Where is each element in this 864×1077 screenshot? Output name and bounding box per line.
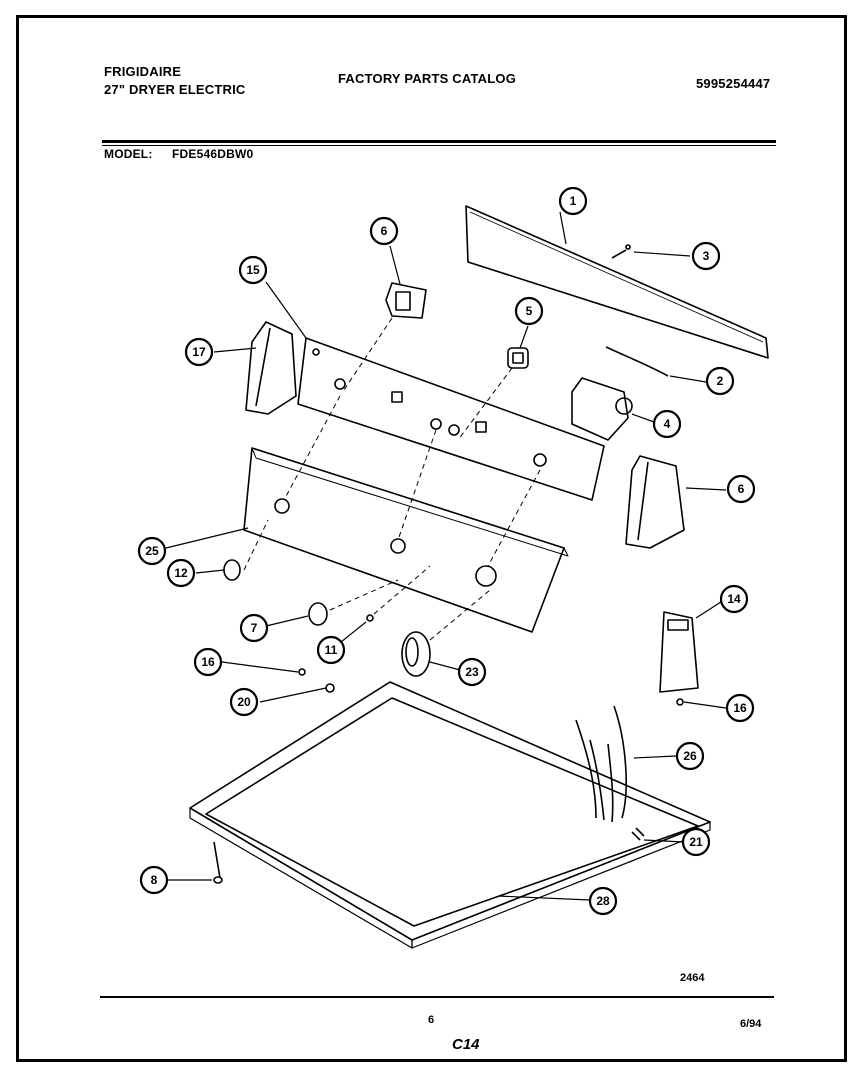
svg-text:15: 15 — [246, 263, 260, 277]
brand-name: FRIGIDAIRE — [104, 64, 182, 79]
callout-9: 8 — [139, 865, 169, 895]
wire-harness-part — [575, 705, 627, 823]
screw-part-3 — [611, 244, 631, 259]
svg-text:7: 7 — [251, 621, 258, 635]
callout-5: 5 — [514, 296, 544, 326]
svg-text:23: 23 — [465, 665, 479, 679]
svg-text:6: 6 — [381, 224, 388, 238]
callout-20: 20 — [229, 687, 259, 717]
knob-part-12 — [223, 559, 241, 581]
svg-text:16: 16 — [201, 655, 215, 669]
callout-12: 12 — [166, 558, 196, 588]
svg-text:5: 5 — [526, 304, 533, 318]
svg-text:28: 28 — [596, 894, 610, 908]
catalog-title: FACTORY PARTS CATALOG — [338, 71, 517, 86]
footer-rule — [100, 996, 774, 998]
callout-16: 16 — [193, 647, 223, 677]
svg-text:25: 25 — [145, 544, 159, 558]
callout-15: 15 — [238, 255, 268, 285]
section-code: C14 — [452, 1036, 480, 1053]
svg-text:11: 11 — [325, 643, 338, 657]
model-label: MODEL: — [104, 147, 153, 161]
callout-11: 11 — [316, 635, 346, 665]
leg-part — [213, 841, 223, 884]
svg-text:4: 4 — [664, 417, 671, 431]
svg-text:12: 12 — [174, 566, 188, 580]
callout-3: 3 — [691, 241, 721, 271]
end-cap-left-part — [245, 321, 297, 415]
callout-1: 1 — [558, 186, 588, 216]
svg-text:17: 17 — [192, 345, 206, 359]
svg-text:26: 26 — [683, 749, 697, 763]
svg-text:16: 16 — [733, 701, 747, 715]
callout-4: 4 — [652, 409, 682, 439]
callout-23: 23 — [457, 657, 487, 687]
svg-text:21: 21 — [689, 835, 703, 849]
drawing-number: 2464 — [680, 972, 705, 984]
knob-part-7 — [308, 602, 328, 626]
end-cap-right-part — [625, 455, 685, 549]
clip-part-11 — [366, 614, 374, 622]
svg-text:20: 20 — [237, 695, 251, 709]
control-panel-part — [297, 337, 605, 501]
console-front-part — [243, 447, 569, 633]
product-name: 27" DRYER ELECTRIC — [104, 82, 246, 97]
callout-14: 14 — [719, 584, 749, 614]
callout-2: 2 — [705, 366, 735, 396]
terminal-block-part — [659, 611, 699, 693]
header-rule-thin — [102, 145, 776, 146]
model-number: FDE546DBW0 — [172, 147, 254, 161]
assembly-lines — [243, 317, 541, 641]
svg-text:14: 14 — [727, 592, 741, 606]
switch-part-5 — [507, 347, 529, 369]
callout-16-right: 16 — [725, 693, 755, 723]
page-border — [16, 15, 847, 1062]
callout-28: 28 — [588, 886, 618, 916]
callout-6: 6 — [369, 216, 399, 246]
callout-7: 7 — [239, 613, 269, 643]
svg-text:1: 1 — [570, 194, 577, 208]
leader-lines — [165, 211, 727, 901]
callout-6-right: 6 — [726, 474, 756, 504]
switch-part-6 — [385, 282, 427, 319]
svg-text:3: 3 — [703, 249, 710, 263]
callout-17: 17 — [184, 337, 214, 367]
callout-21: 21 — [681, 827, 711, 857]
callout-25: 25 — [137, 536, 167, 566]
svg-text:6: 6 — [738, 482, 745, 496]
catalog-number: 5995254447 — [696, 76, 771, 91]
svg-text:2: 2 — [717, 374, 724, 388]
wire-part-2 — [605, 346, 669, 377]
timer-knob-part — [401, 631, 431, 677]
header-rule — [102, 140, 776, 143]
page-number: 6 — [428, 1014, 435, 1026]
date-code: 6/94 — [740, 1018, 762, 1030]
callout-26: 26 — [675, 741, 705, 771]
timer-part — [571, 377, 633, 441]
rear-panel-part — [465, 205, 769, 359]
dryer-top-part — [189, 681, 711, 949]
svg-text:8: 8 — [151, 873, 158, 887]
